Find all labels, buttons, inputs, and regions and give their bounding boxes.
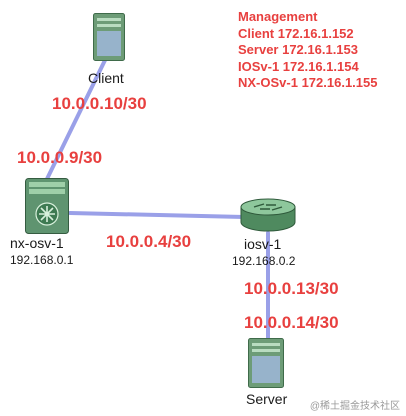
nxosv-switch-icon[interactable] [25, 178, 69, 234]
iosv-server-link-ip: 10.0.0.13/30 [244, 279, 339, 298]
client-label: Client [88, 70, 124, 86]
iosv-label: iosv-1 [244, 236, 282, 252]
management-entry: Client 172.16.1.152 [238, 25, 354, 41]
server-link-ip: 10.0.0.14/30 [244, 313, 339, 332]
link-client-nxosv [44, 50, 111, 183]
management-title: Management [238, 9, 318, 24]
iosv-router-icon[interactable] [240, 198, 296, 232]
management-entry: Server 172.16.1.153 [238, 42, 358, 57]
nxosv-iosv-subnet: 10.0.0.4/30 [106, 232, 192, 251]
nxosv-client-link-ip: 10.0.0.9/30 [17, 148, 103, 167]
management-entry: NX-OSv-1 172.16.1.155 [238, 75, 378, 90]
server-icon[interactable] [248, 338, 284, 388]
client-link-ip: 10.0.0.10/30 [52, 94, 147, 113]
nxosv-ip: 192.168.0.1 [10, 253, 74, 267]
watermark: @稀土掘金技术社区 [309, 401, 400, 412]
server-label: Server [246, 391, 288, 407]
link-nxosv-iosv [68, 211, 246, 219]
client-server-icon[interactable] [93, 13, 125, 61]
management-entry: IOSv-1 172.16.1.154 [238, 58, 359, 74]
management-legend: Management Client 172.16.1.152 Server 17… [238, 9, 377, 92]
nxosv-label: nx-osv-1 [10, 235, 64, 251]
iosv-ip: 192.168.0.2 [232, 254, 296, 268]
